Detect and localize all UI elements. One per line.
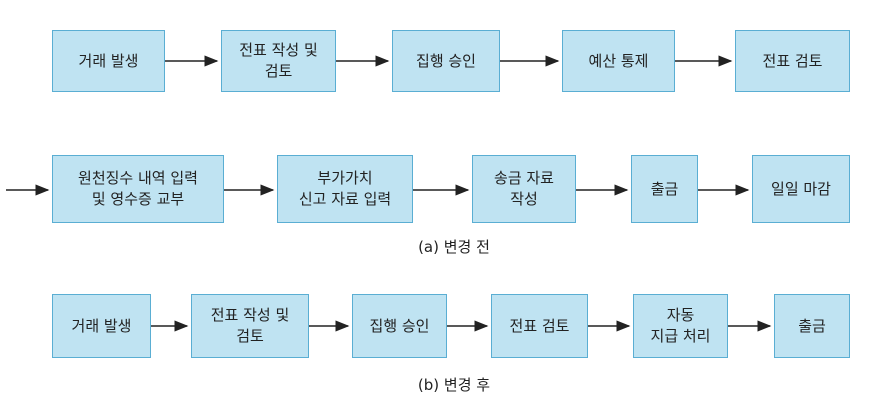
flow-box: 전표 작성 및 검토 xyxy=(191,294,309,358)
flow-box: 송금 자료 작성 xyxy=(472,155,576,223)
flow-box: 전표 작성 및 검토 xyxy=(221,30,336,92)
flow-box: 출금 xyxy=(774,294,850,358)
flow-box: 원천징수 내역 입력 및 영수증 교부 xyxy=(52,155,224,223)
flow-box: 출금 xyxy=(631,155,698,223)
flow-box: 집행 승인 xyxy=(392,30,500,92)
flow-box: 집행 승인 xyxy=(352,294,447,358)
flow-box: 전표 검토 xyxy=(491,294,588,358)
flow-box: 전표 검토 xyxy=(735,30,850,92)
flow-box: 일일 마감 xyxy=(752,155,850,223)
flow-box: 거래 발생 xyxy=(52,30,165,92)
flow-box: 거래 발생 xyxy=(52,294,151,358)
caption-after: (b) 변경 후 xyxy=(417,376,491,394)
flow-box: 예산 통제 xyxy=(562,30,675,92)
flow-box: 부가가치 신고 자료 입력 xyxy=(277,155,413,223)
caption-before: (a) 변경 전 xyxy=(418,238,490,256)
flow-box: 자동 지급 처리 xyxy=(633,294,728,358)
